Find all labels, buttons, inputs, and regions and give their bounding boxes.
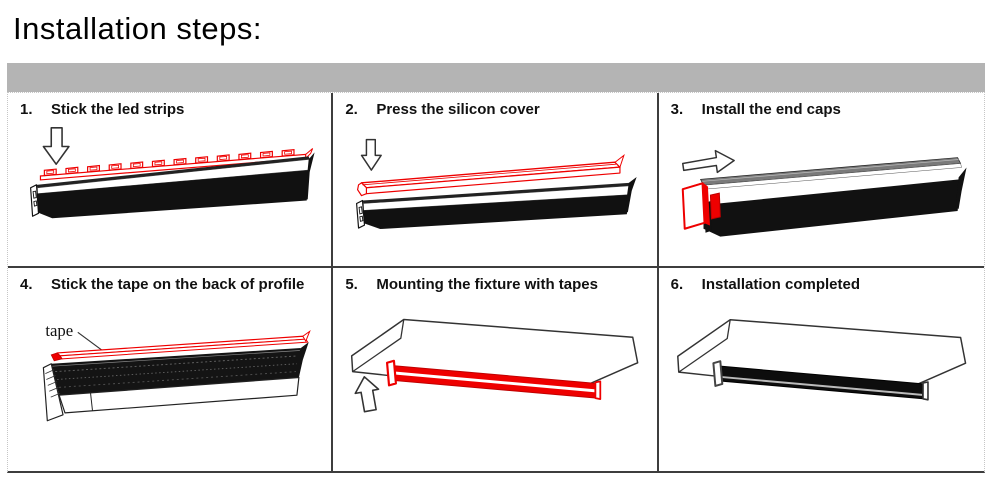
step-panel-1: 1. Stick the led strips	[8, 93, 334, 268]
step-5-illustration-fixture-under-shelf	[351, 318, 639, 413]
step-panel-4: 4. Stick the tape on the back of profile…	[8, 268, 334, 471]
step-4-header: 4. Stick the tape on the back of profile	[8, 268, 331, 293]
step-4-number: 4.	[20, 276, 33, 293]
step-1-header: 1. Stick the led strips	[8, 93, 331, 118]
step-1-illustration-led-strip-onto-profile	[30, 127, 315, 219]
down-arrow-icon	[361, 138, 383, 171]
end-cap-drawing	[681, 182, 721, 230]
fixture-bar-drawing	[712, 360, 929, 401]
step-2-header: 2. Press the silicon cover	[333, 93, 656, 118]
step-panel-6: 6. Installation completed	[658, 268, 984, 471]
step-4-label: Stick the tape on the back of profile	[51, 276, 305, 293]
step-3-number: 3.	[670, 101, 684, 118]
step-6-illustration-completed-fixture-under-shelf	[676, 318, 966, 401]
profile-back-drawing	[42, 342, 309, 422]
fixture-bar-drawing	[386, 359, 602, 401]
step-6-number: 6.	[670, 276, 684, 293]
page-title: Installation steps:	[13, 11, 263, 46]
step-5-number: 5.	[345, 276, 358, 293]
profile-drawing	[30, 152, 315, 219]
step-panel-5: 5. Mounting the fixture with tapes	[333, 268, 659, 471]
step-2-label: Press the silicon cover	[376, 101, 540, 118]
down-arrow-icon	[42, 127, 70, 165]
section-divider-bar	[7, 63, 985, 92]
tape-annotation-leader-line	[77, 331, 105, 353]
step-3-illustration-end-cap-onto-profile	[681, 149, 967, 237]
tape-drawing	[50, 329, 311, 362]
silicon-cover-drawing	[357, 153, 626, 197]
up-arrow-icon	[354, 376, 380, 413]
step-1-label: Stick the led strips	[51, 101, 185, 118]
step-6-label: Installation completed	[701, 276, 861, 293]
step-3-header: 3. Install the end caps	[659, 93, 984, 118]
step-5-header: 5. Mounting the fixture with tapes	[333, 268, 656, 293]
step-2-illustration-silicon-cover-onto-profile	[356, 138, 637, 230]
step-panel-2: 2. Press the silicon cover	[333, 93, 659, 268]
step-5-label: Mounting the fixture with tapes	[376, 276, 598, 293]
profile-drawing	[356, 176, 637, 230]
step-3-label: Install the end caps	[701, 101, 841, 118]
profile-drawing	[699, 157, 967, 237]
step-2-number: 2.	[345, 101, 358, 118]
steps-grid: 1. Stick the led strips	[7, 92, 985, 473]
tape-annotation-label: tape	[45, 321, 73, 340]
right-arrow-icon	[681, 149, 735, 174]
step-6-header: 6. Installation completed	[659, 268, 984, 293]
step-1-number: 1.	[20, 101, 33, 118]
step-panel-3: 3. Install the end caps	[658, 93, 984, 268]
step-4-illustration-tape-onto-profile-back: tape	[42, 321, 311, 422]
